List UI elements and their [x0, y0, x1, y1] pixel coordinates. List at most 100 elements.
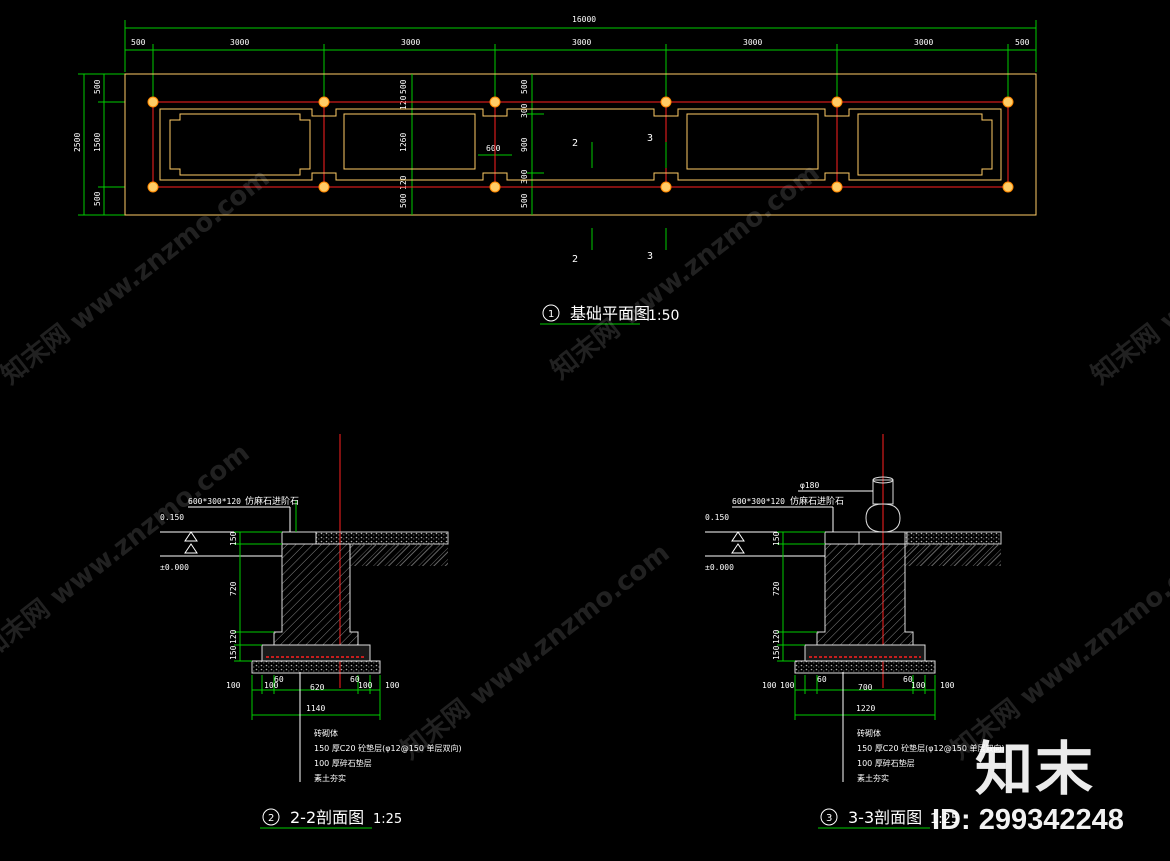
column-marker: [318, 96, 330, 108]
section33-hdim-4: 60: [903, 675, 913, 684]
plan-top-dim-1: 500: [131, 38, 146, 47]
section33-hdim-5: 100: [911, 681, 926, 690]
column-marker: [489, 96, 501, 108]
section33-title-number: 3: [826, 813, 832, 824]
section33-brick-wall: [816, 543, 914, 646]
watermark-text: 知末网 www.znzmo.com: [546, 158, 826, 386]
cut-label-3-top: 3: [647, 133, 653, 144]
plan-left-dim-2: 1500: [93, 133, 102, 152]
watermark-text: 知末网 www.znzmo.com: [0, 163, 275, 391]
section22-paving: [315, 531, 449, 545]
plan-wall-outline: [159, 108, 1002, 181]
section33-elev-zero: ±0.000: [705, 563, 734, 572]
plan-top-dim-3: 3000: [401, 38, 420, 47]
column-marker: [660, 96, 672, 108]
plan-inner-b-2: 300: [520, 103, 529, 118]
section22-horizontal-dims: [251, 675, 381, 720]
watermark-text: 知末网 www.znzmo.com: [0, 438, 255, 666]
plan-inner-a-3: 1260: [399, 133, 408, 152]
section22-hdim-5: 100: [358, 681, 373, 690]
section33-label-top: φ180: [800, 481, 819, 490]
section33-concrete-pad: [804, 644, 926, 662]
section33-title: 3-3剖面图: [848, 808, 922, 827]
plan-columns: [147, 96, 1014, 193]
plan-inner-a-1: 500: [399, 79, 408, 94]
plan-slab-outline: [124, 73, 1037, 216]
section22-note-3: 100 厚碎石垫层: [314, 758, 372, 768]
section33-title-number-circle: [820, 808, 838, 826]
plan-top-dim-5: 3000: [743, 38, 762, 47]
section33-label-stone: 600*300*120: [732, 497, 785, 506]
watermark-text: 知末网 www.znzmo.com: [396, 538, 676, 766]
watermark-text: 知末网 www.znzmo.com: [1086, 163, 1170, 391]
column-marker: [147, 181, 159, 193]
foundation-plan: 16000 500 3000 3000 3000 3000 3000 500 2…: [73, 15, 1037, 325]
section33-title-scale: 1:25: [930, 812, 959, 827]
section22-note-1: 砖砌体: [314, 728, 338, 738]
plan-inner-a-5: 500: [399, 193, 408, 208]
section22-title-scale: 1:25: [373, 812, 402, 827]
plan-title-number: 1: [548, 309, 554, 320]
section33-note-1: 砖砌体: [857, 728, 881, 738]
plan-left-dim-3: 500: [93, 191, 102, 206]
section22-vdim-3: 120: [229, 629, 238, 644]
section22-note-2: 150 厚C20 砼垫层(φ12@150 单层双向): [314, 743, 462, 753]
section33-note-3: 100 厚碎石垫层: [857, 758, 915, 768]
section22-label-stone: 600*300*120: [188, 497, 241, 506]
section33-horizontal-dims: [794, 675, 936, 720]
section-cut-markers: [591, 142, 667, 250]
section-2-2: 0.150 ±0.000 600*300*120 仿麻石进阶石 150 720 …: [160, 434, 462, 829]
section22-elev-top: 0.150: [160, 513, 184, 522]
section22-hdim-4: 60: [350, 675, 360, 684]
column-marker: [147, 96, 159, 108]
section33-gravel-base: [794, 660, 936, 674]
section22-title-number-circle: [262, 808, 280, 826]
section22-vdim-4: 150: [229, 645, 238, 660]
plan-title-scale: 1:50: [648, 308, 679, 324]
column-marker: [831, 181, 843, 193]
section33-vdim-3: 120: [772, 629, 781, 644]
plan-axis-frame: [152, 101, 1009, 188]
section33-hdim-edge-right: 100: [940, 681, 955, 690]
plan-left-dim-1: 500: [93, 79, 102, 94]
column-marker: [318, 181, 330, 193]
section33-total-width: 1220: [856, 704, 875, 713]
watermarks: 知末网 www.znzmo.com 知末网 www.znzmo.com 知末网 …: [0, 158, 1170, 766]
plan-wall-inner-outline: [169, 113, 993, 176]
section22-hdim-1: 100: [264, 681, 279, 690]
section33-vdim-2: 720: [772, 581, 781, 596]
section22-hdim-edge-left: 100: [226, 681, 241, 690]
column-marker: [1002, 96, 1014, 108]
section22-hdim-3: 620: [310, 683, 325, 692]
column-marker: [831, 96, 843, 108]
section33-vdim-4: 150: [772, 645, 781, 660]
section33-label-material: 仿麻石进阶石: [790, 495, 844, 507]
plan-inner-b-5: 500: [520, 193, 529, 208]
section-3-3: 0.150 ±0.000 φ180 600*300*120 仿麻石进阶石 150…: [705, 434, 1005, 829]
plan-top-dim-6: 3000: [914, 38, 933, 47]
cut-label-3-bottom: 3: [647, 251, 653, 262]
plan-inner-b-3: 900: [520, 137, 529, 152]
section22-vertical-dims: [234, 531, 282, 662]
section22-leaders: [188, 500, 297, 532]
section33-stone-cap: [824, 531, 860, 545]
section22-stone-cap: [281, 531, 317, 545]
section22-title-number: 2: [268, 813, 274, 824]
plan-inner-a-2: 120: [399, 95, 408, 110]
section22-hdim-2: 60: [274, 675, 284, 684]
plan-dim-600: 600: [486, 144, 501, 153]
section33-soil: [905, 544, 1001, 566]
plan-left-overall: 2500: [73, 133, 82, 152]
section33-hdim-edge-left: 100: [762, 681, 777, 690]
section22-brick-wall: [273, 543, 359, 646]
plan-inner-dimensions: [411, 74, 544, 215]
plan-top-dim-2: 3000: [230, 38, 249, 47]
section22-soil: [350, 544, 448, 566]
plan-inner-b-1: 500: [520, 79, 529, 94]
section33-elev-top: 0.150: [705, 513, 729, 522]
plan-inner-a-4: 120: [399, 175, 408, 190]
section22-gravel-base: [251, 660, 381, 674]
plan-overall-dim: 16000: [572, 15, 596, 24]
section33-vertical-dims: [777, 531, 825, 662]
